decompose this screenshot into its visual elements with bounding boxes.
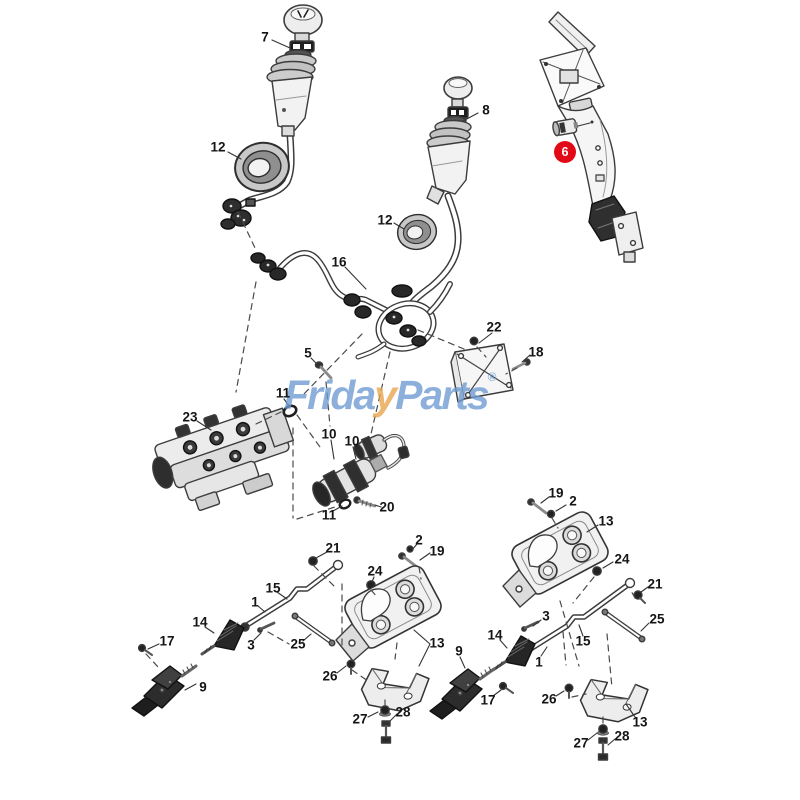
callout-3-right: 3	[542, 608, 550, 624]
callout-28-left: 28	[395, 704, 411, 720]
callout-14-right: 14	[487, 627, 503, 643]
callout-2-mid: 2	[415, 532, 423, 548]
grommet-12-right	[393, 210, 441, 254]
callout-7: 7	[261, 29, 269, 45]
callout-9-left: 9	[199, 679, 207, 695]
bolt-21-right	[633, 590, 646, 604]
nut-2-right	[546, 509, 556, 519]
wiring-harness-16	[250, 250, 470, 383]
callout-13-left: 13	[429, 635, 445, 651]
callout-18: 18	[528, 344, 544, 360]
callout-26-right: 26	[541, 691, 557, 707]
nut-2-mid	[406, 545, 414, 553]
callout-20: 20	[379, 499, 395, 515]
callout-26-left: 26	[322, 668, 338, 684]
switch-part-6	[552, 118, 579, 137]
callout-27-right: 27	[573, 735, 589, 751]
callout-22: 22	[486, 319, 502, 335]
callout-11-top: 11	[275, 385, 291, 401]
callout-1-right: 1	[535, 654, 543, 670]
o-ring-11-top	[282, 404, 298, 418]
watermark-accent-y: y	[374, 372, 397, 418]
screw-19-right	[527, 498, 548, 515]
callout-8: 8	[482, 102, 490, 118]
pedal-assembly-left	[130, 545, 446, 745]
callout-27-left: 27	[352, 711, 368, 727]
nut-24-right	[592, 566, 602, 576]
callout-24-left: 24	[367, 563, 383, 579]
screw-18	[511, 358, 531, 371]
joystick-8	[409, 76, 473, 306]
callout-19-mid: 19	[429, 543, 445, 559]
valve-block-23	[152, 404, 295, 511]
callout-24-right: 24	[614, 551, 630, 567]
callout-10-b: 10	[344, 433, 360, 449]
callout-17-left: 17	[159, 633, 175, 649]
dashed-lines	[145, 211, 636, 725]
callout-2-right: 2	[569, 493, 577, 509]
callout-28-right: 28	[614, 728, 630, 744]
nut-22	[469, 336, 479, 346]
callout-13-right-plate: 13	[598, 513, 614, 529]
joystick-7	[220, 4, 323, 230]
callout-21-left: 21	[325, 540, 341, 556]
callout-9-right: 9	[455, 643, 463, 659]
o-ring-11-bottom	[338, 498, 352, 510]
callout-1-left: 1	[251, 594, 259, 610]
fridayparts-watermark: FridayParts®	[284, 370, 496, 419]
screw-20	[353, 496, 377, 508]
pedal-arm-assembly	[539, 11, 644, 263]
watermark-text-frida: Frida	[284, 372, 376, 418]
callout-21-right: 21	[647, 576, 663, 592]
callout-12-left: 12	[210, 139, 226, 155]
callout-16: 16	[331, 254, 347, 270]
mount-bracket-22-18	[450, 336, 531, 403]
callout-15-left: 15	[265, 580, 281, 596]
callout-23: 23	[182, 409, 198, 425]
callout-17-right: 17	[480, 692, 496, 708]
leader-lines	[147, 39, 650, 746]
registered-mark: ®	[487, 370, 497, 384]
callout-13-right-bracket: 13	[632, 714, 648, 730]
solenoids-10	[312, 361, 410, 510]
callout-12-right: 12	[377, 212, 393, 228]
callout-14-left: 14	[192, 614, 208, 630]
callout-10-a: 10	[321, 426, 337, 442]
watermark-text-parts: Parts	[395, 372, 490, 418]
nut-21-left	[308, 556, 318, 566]
callout-5: 5	[304, 345, 312, 361]
callout-19-right: 19	[548, 485, 564, 501]
callout-25-right: 25	[649, 611, 665, 627]
screw-19-mid	[398, 552, 419, 569]
callout-6-highlight-badge: 6	[554, 141, 576, 163]
callout-3-left: 3	[247, 637, 255, 653]
callout-15-right: 15	[575, 633, 591, 649]
callout-11-bottom: 11	[321, 507, 337, 523]
pedal-assembly-right	[428, 498, 651, 762]
callout-25-left: 25	[290, 636, 306, 652]
